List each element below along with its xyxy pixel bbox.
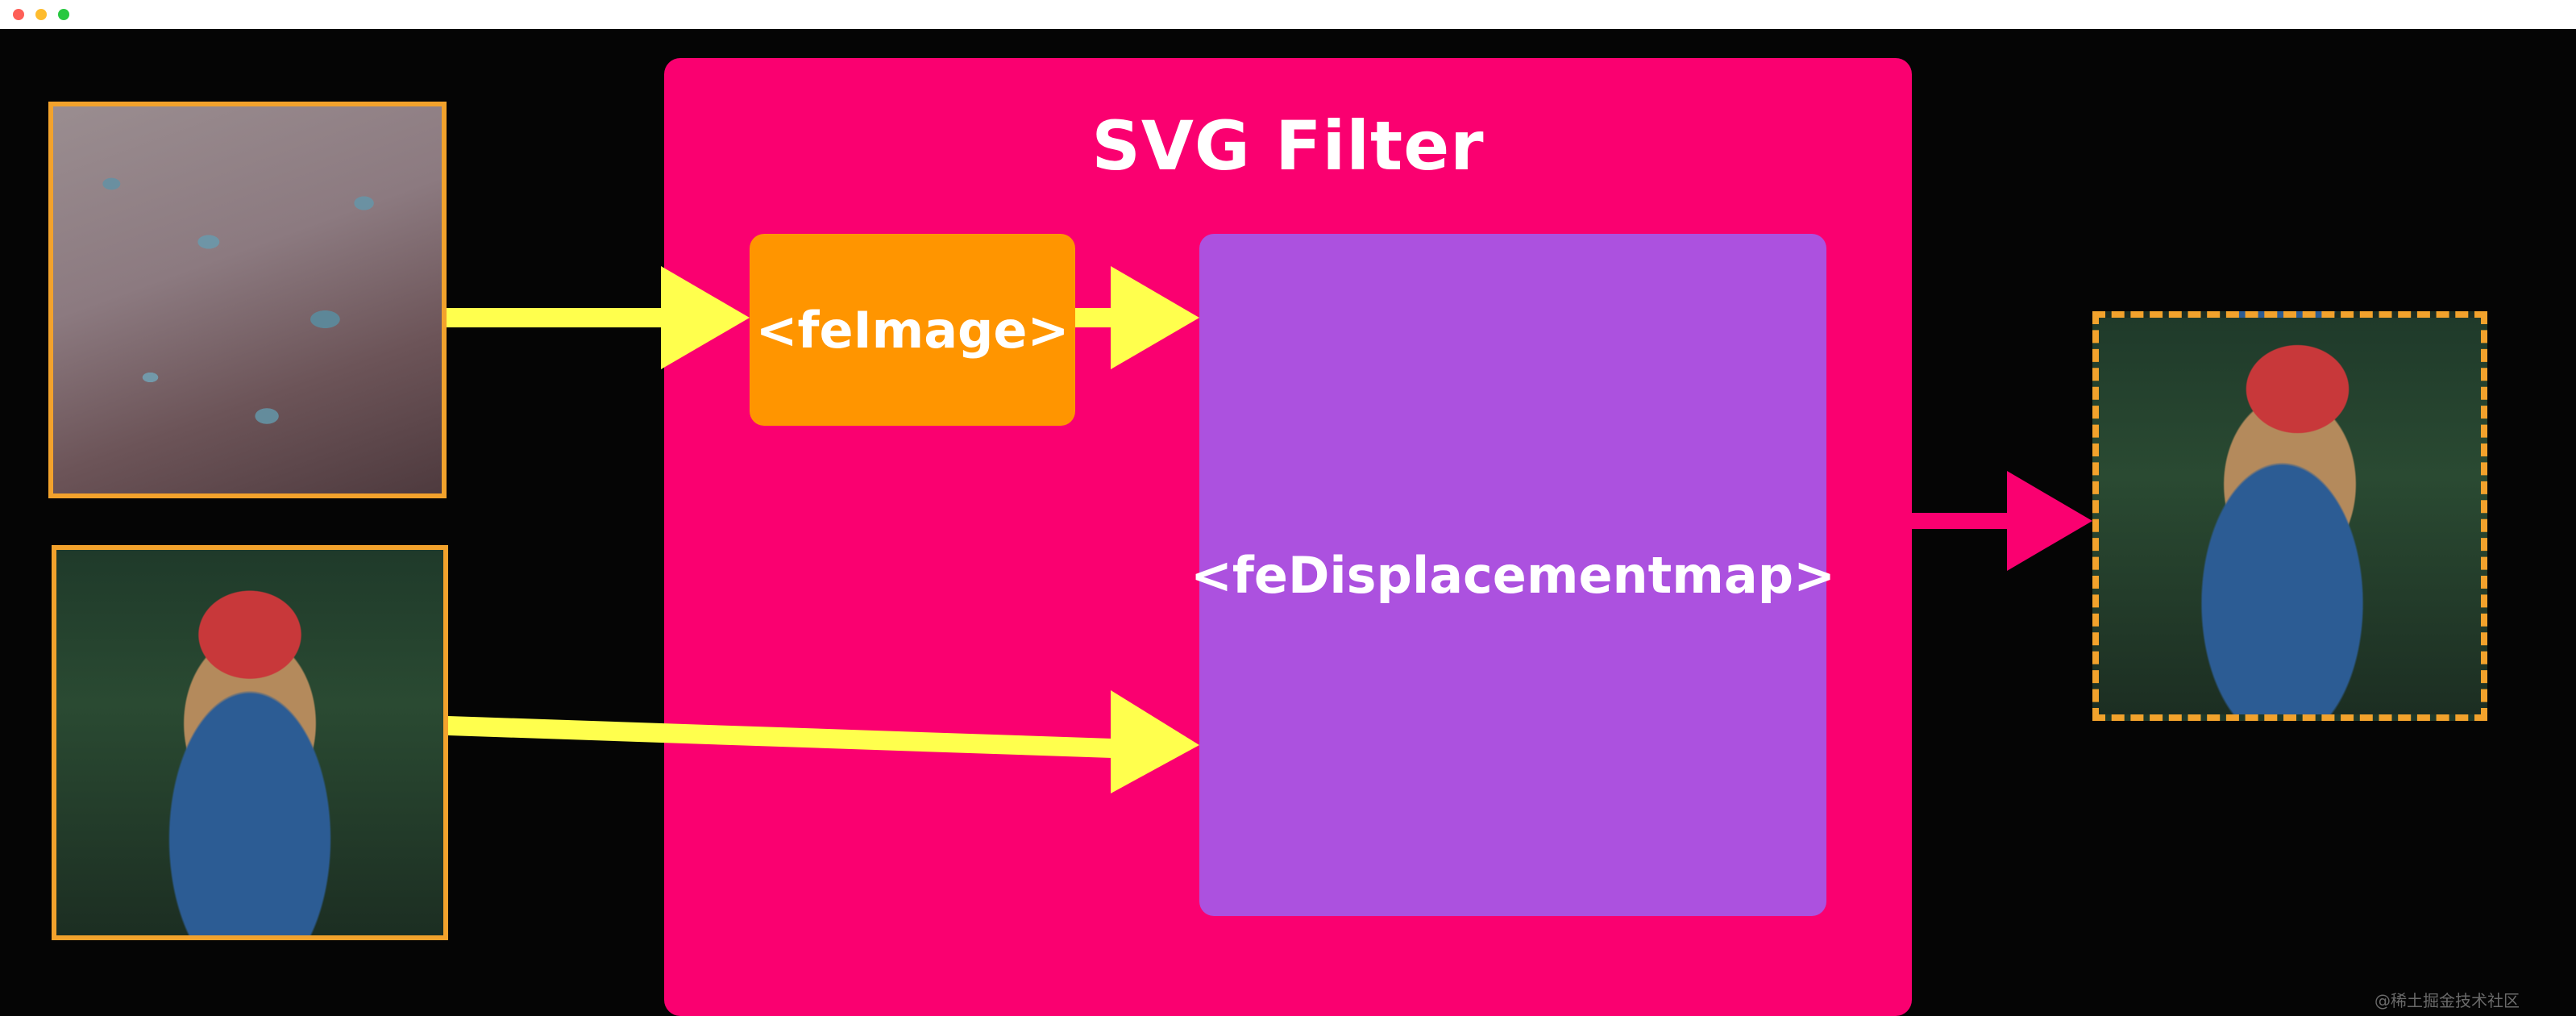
watermark-text: @稀土掘金技术社区 [2374, 991, 2520, 1010]
diagram-arrows [447, 266, 2092, 793]
photographer-source-image [52, 545, 448, 940]
fedisplacementmap-label: <feDisplacementmap> [1190, 545, 1836, 605]
minimize-window-button[interactable] [35, 9, 47, 20]
diagram-canvas: SVG Filter <feImage> <feDisplacementmap> [0, 29, 2576, 1016]
feimage-node: <feImage> [750, 234, 1075, 426]
arrow-texture-to-feimage [447, 266, 750, 369]
svg-filter-title: SVG Filter [1091, 106, 1485, 185]
arrow-source-to-displacementmap [448, 690, 1199, 793]
arrow-filter-to-output [1912, 471, 2092, 571]
feimage-label: <feImage> [755, 300, 1070, 360]
water-drops-texture-image [48, 102, 447, 498]
arrow-feimage-to-displacementmap [1075, 266, 1199, 369]
maximize-window-button[interactable] [58, 9, 69, 20]
close-window-button[interactable] [13, 9, 24, 20]
displaced-output-image [2092, 311, 2487, 721]
fedisplacementmap-node: <feDisplacementmap> [1190, 234, 1835, 916]
window-titlebar [0, 0, 2576, 29]
